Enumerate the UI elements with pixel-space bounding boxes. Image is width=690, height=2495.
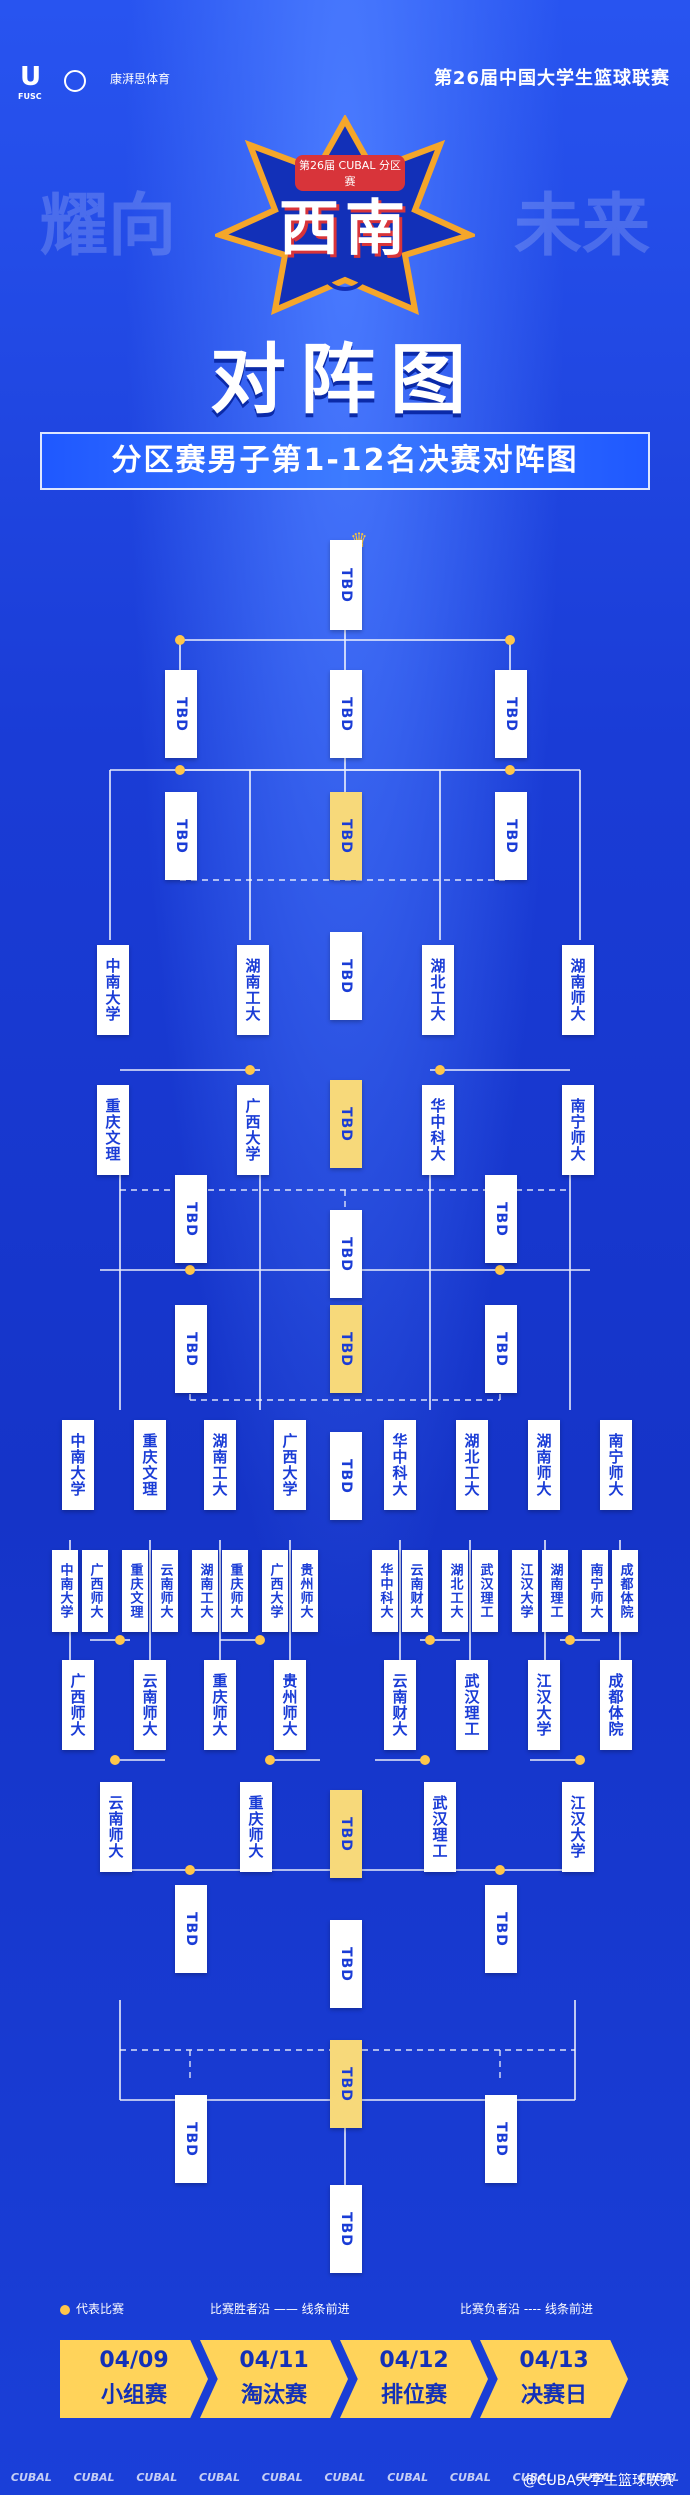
game-dot-icon	[60, 2304, 70, 2315]
team-box: 中南大学	[52, 1550, 78, 1632]
team-box: 贵州师大	[292, 1550, 318, 1632]
final-slot: TBD	[330, 670, 362, 758]
badge-label: 第26届 CUBAL 分区赛	[295, 155, 405, 191]
twelfth-slot: TBD	[330, 2185, 362, 2273]
legend-loser: 比赛负者沿 ---- 线条前进	[460, 2302, 593, 2316]
league-title: 第26届中国大学生篮球联赛	[433, 68, 670, 89]
tbd-slot: TBD	[175, 1175, 207, 1263]
slogan-left: 耀向	[40, 187, 177, 266]
globe-icon	[64, 70, 86, 92]
third-left-slot: TBD	[165, 792, 197, 880]
team-box: 江汉大学	[562, 1782, 594, 1872]
team-box: 湖北工大	[422, 945, 454, 1035]
watermark: @CUBA大学生篮球联赛	[522, 2473, 674, 2489]
tbd-slot: TBD	[330, 1210, 362, 1298]
tbd-slot: TBD	[175, 1885, 207, 1973]
team-box: 广西大学	[262, 1550, 288, 1632]
team-box: 湖南师大	[528, 1420, 560, 1510]
team-box: 广西师大	[82, 1550, 108, 1632]
tbd-slot: TBD	[175, 2095, 207, 2183]
team-box: 重庆文理	[134, 1420, 166, 1510]
eighth-slot: TBD	[330, 1432, 362, 1520]
team-box: 湖南工大	[192, 1550, 218, 1632]
team-box: 广西大学	[237, 1085, 269, 1175]
team-box: 成都体院	[600, 1660, 632, 1750]
team-box: 成都体院	[612, 1550, 638, 1632]
fourth-slot: TBD	[330, 932, 362, 1020]
header: U FUSC 康湃思体育 第26届中国大学生篮球联赛	[0, 0, 690, 110]
tbd-slot: TBD	[485, 1175, 517, 1263]
tbd-slot: TBD	[485, 2095, 517, 2183]
team-box: 湖南理工	[542, 1550, 568, 1632]
eleventh-slot: TBD	[330, 2040, 362, 2128]
subtitle-banner: 分区赛男子第1-12名决赛对阵图	[40, 432, 650, 490]
tbd-slot: TBD	[330, 1920, 362, 2008]
page-title: 对阵图	[210, 335, 480, 424]
partner-name: 康湃思体育	[110, 72, 171, 86]
team-box: 江汉大学	[512, 1550, 538, 1632]
team-box: 华中科大	[422, 1085, 454, 1175]
team-box: 广西大学	[274, 1420, 306, 1510]
team-box: 云南师大	[134, 1660, 166, 1750]
semi-right-slot: TBD	[495, 670, 527, 758]
cuba-logo-icon: U	[20, 62, 42, 92]
team-box: 华中科大	[372, 1550, 398, 1632]
team-box: 重庆文理	[122, 1550, 148, 1632]
team-box: 湖南工大	[204, 1420, 236, 1510]
team-box: 南宁师大	[600, 1420, 632, 1510]
team-box: 南宁师大	[582, 1550, 608, 1632]
team-box: 中南大学	[62, 1420, 94, 1510]
team-box: 武汉理工	[456, 1660, 488, 1750]
team-box: 云南师大	[152, 1550, 178, 1632]
team-box: 湖北工大	[456, 1420, 488, 1510]
semi-left-slot: TBD	[165, 670, 197, 758]
team-box: 贵州师大	[274, 1660, 306, 1750]
team-box: 重庆师大	[240, 1782, 272, 1872]
legend-dot-label: 代表比赛	[76, 2302, 125, 2316]
cuba-logo-sub: FUSC	[18, 92, 42, 101]
team-box: 重庆文理	[97, 1085, 129, 1175]
team-box: 云南师大	[100, 1782, 132, 1872]
team-box: 中南大学	[97, 945, 129, 1035]
seventh-slot: TBD	[330, 1305, 362, 1393]
third-right-slot: TBD	[495, 792, 527, 880]
legend-dot: 代表比赛	[60, 2300, 124, 2317]
team-box: 华中科大	[384, 1420, 416, 1510]
team-box: 江汉大学	[528, 1660, 560, 1750]
legend-winner: 比赛胜者沿 —— 线条前进	[210, 2302, 350, 2316]
champion-slot: TBD	[330, 540, 362, 630]
tbd-slot: TBD	[485, 1885, 517, 1973]
team-box: 湖南师大	[562, 945, 594, 1035]
team-box: 湖北工大	[442, 1550, 468, 1632]
fifth-slot: TBD	[330, 1080, 362, 1168]
team-box: 云南财大	[402, 1550, 428, 1632]
tbd-slot: TBD	[175, 1305, 207, 1393]
team-box: 重庆师大	[204, 1660, 236, 1750]
team-box: 南宁师大	[562, 1085, 594, 1175]
slogan-right: 未来	[513, 187, 650, 266]
badge-star-icon	[215, 115, 475, 315]
team-box: 武汉理工	[424, 1782, 456, 1872]
ninth-slot: TBD	[330, 1790, 362, 1878]
team-box: 重庆师大	[222, 1550, 248, 1632]
badge-region: 西南	[279, 194, 411, 264]
third-place-slot: TBD	[330, 792, 362, 880]
team-box: 云南财大	[384, 1660, 416, 1750]
tbd-slot: TBD	[485, 1305, 517, 1393]
team-box: 广西师大	[62, 1660, 94, 1750]
team-box: 武汉理工	[472, 1550, 498, 1632]
team-box: 湖南工大	[237, 945, 269, 1035]
